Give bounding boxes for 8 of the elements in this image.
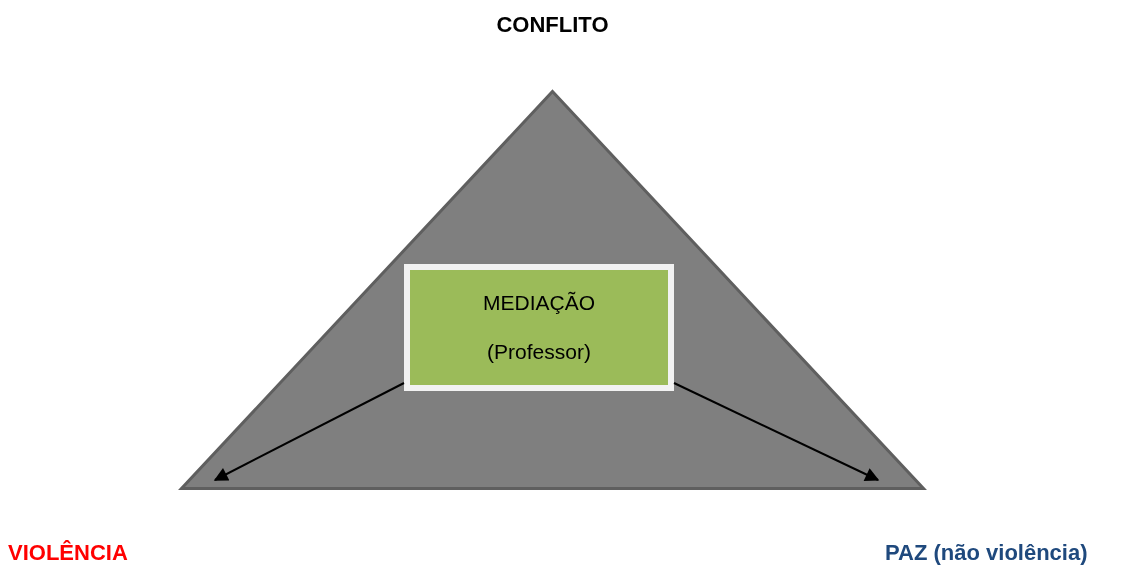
arrow [213,382,405,481]
outcome-label: VIOLÊNCIA [8,540,148,570]
process-box [404,264,674,391]
box-subtitle: (Professor) [487,340,591,365]
box-title: MEDIAÇÃO [483,290,595,315]
heading: CONFLITO [496,12,609,38]
outcome-label: PAZ (não violência) [885,540,1120,570]
arrow [673,382,880,481]
